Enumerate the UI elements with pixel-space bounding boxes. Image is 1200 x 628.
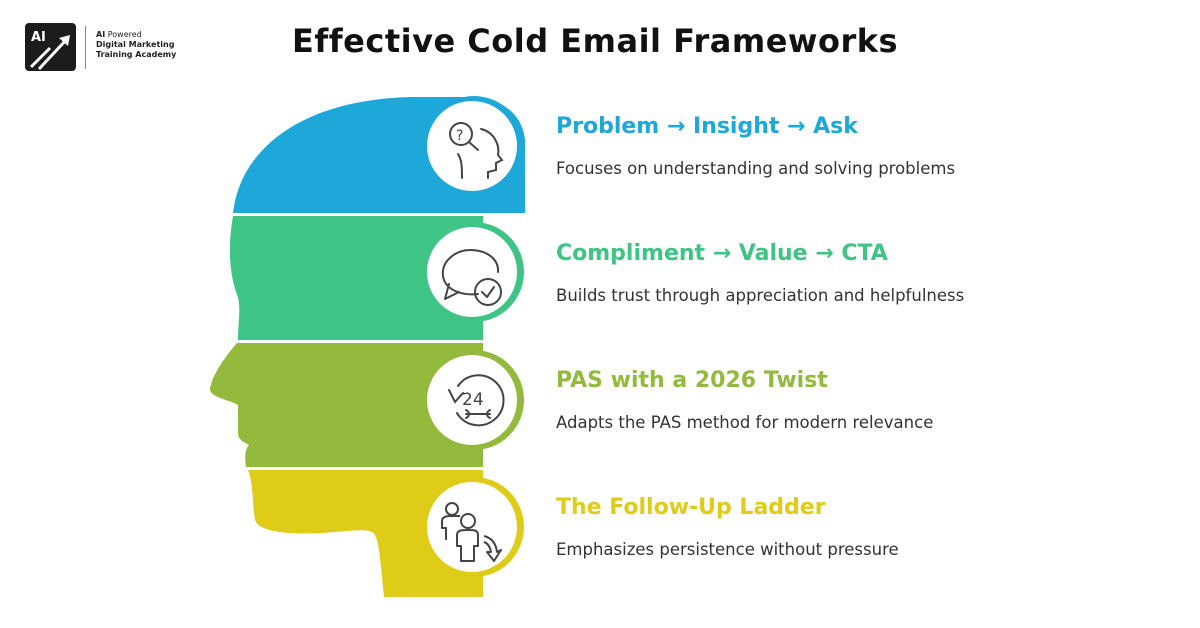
brand-line3: Training Academy xyxy=(96,50,177,59)
page-title: Effective Cold Email Frameworks xyxy=(291,22,899,60)
framework-item-2: Compliment → Value → CTA Builds trust th… xyxy=(556,241,964,305)
framework-title: PAS with a 2026 Twist xyxy=(556,368,828,393)
framework-item-4: The Follow-Up Ladder Emphasizes persiste… xyxy=(556,495,899,559)
framework-description: Focuses on understanding and solving pro… xyxy=(556,159,956,178)
brand-line1-bold: AI xyxy=(96,30,106,39)
svg-text:24: 24 xyxy=(462,390,484,410)
framework-title: Problem → Insight → Ask xyxy=(556,114,858,139)
logo-divider xyxy=(85,26,86,69)
brand-line2: Digital Marketing xyxy=(96,40,175,49)
band-yellow xyxy=(248,470,483,597)
icon-circle-2 xyxy=(424,222,524,322)
band-green xyxy=(229,216,483,340)
framework-title: Compliment → Value → CTA xyxy=(556,241,888,266)
people-follow-up-icon xyxy=(441,502,502,562)
brand-name: AI Powered Digital Marketing Training Ac… xyxy=(96,30,176,60)
logo-ai-text: AI xyxy=(31,30,46,45)
question-head-icon: ? xyxy=(449,122,504,179)
brand-logo: AI xyxy=(25,23,76,71)
framework-description: Builds trust through appreciation and he… xyxy=(556,286,965,305)
framework-title: The Follow-Up Ladder xyxy=(556,495,826,520)
framework-description: Emphasizes persistence without pressure xyxy=(556,540,899,559)
framework-item-1: Problem → Insight → Ask Focuses on under… xyxy=(556,114,955,178)
brand-line1-rest: Powered xyxy=(105,30,142,39)
framework-description: Adapts the PAS method for modern relevan… xyxy=(556,413,934,432)
framework-item-3: PAS with a 2026 Twist Adapts the PAS met… xyxy=(556,368,933,432)
chat-check-icon xyxy=(441,249,502,306)
icon-circle-3 xyxy=(424,350,524,450)
band-olive xyxy=(210,343,483,467)
arrow-up-icon xyxy=(29,35,70,71)
24-hour-service-icon: 24 xyxy=(448,374,505,427)
svg-text:?: ? xyxy=(456,128,463,144)
